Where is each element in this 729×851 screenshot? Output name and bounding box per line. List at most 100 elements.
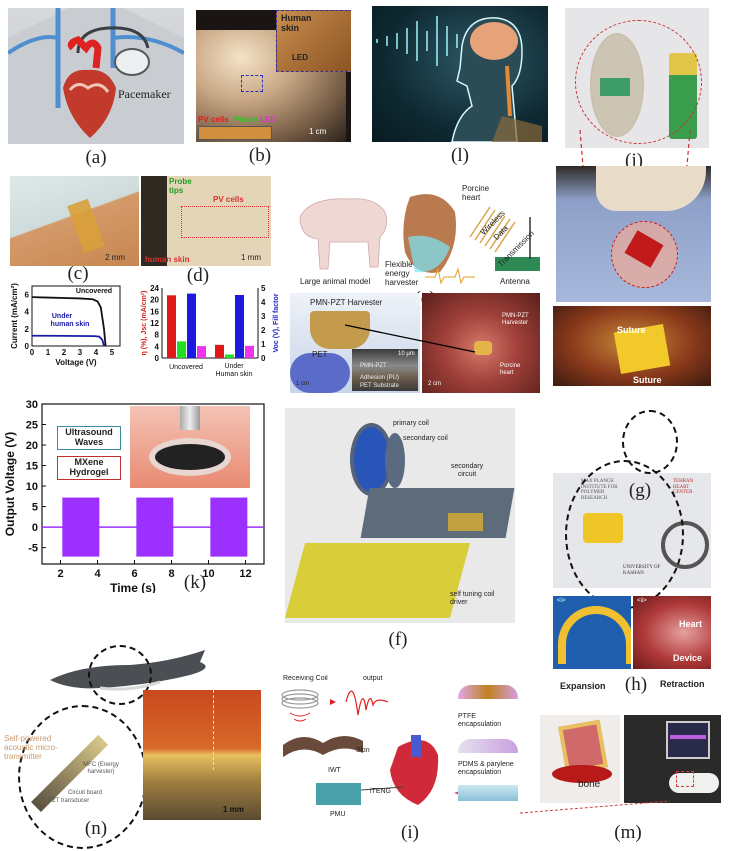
svg-text:8: 8 — [168, 568, 174, 580]
panel-h-expansion-image: <i> — [553, 596, 631, 669]
svg-text:24: 24 — [150, 284, 159, 293]
ultrasound-waves-label: Ultrasound Waves — [57, 426, 121, 450]
svg-text:4: 4 — [25, 308, 30, 317]
iteng-label: iTENG — [370, 788, 391, 795]
panel-a-image: Pacemaker — [8, 8, 184, 144]
panel-k-caption: (k) — [183, 572, 207, 593]
iteng-diagram — [281, 689, 463, 805]
svg-text:Uncovered: Uncovered — [169, 364, 203, 371]
pzt-transducer-label: PZT transducer — [48, 798, 90, 804]
secondary-board — [448, 513, 483, 531]
svg-text:2: 2 — [261, 326, 266, 335]
svg-text:η (%), Jsc (mA/cm²): η (%), Jsc (mA/cm²) — [141, 291, 148, 356]
svg-text:2: 2 — [62, 348, 67, 357]
pv-cells-label: PV cells — [198, 115, 229, 124]
svg-text:0: 0 — [25, 342, 30, 351]
dashed-circle — [575, 20, 702, 144]
secondary-coil-label: secondary coil — [403, 435, 448, 442]
scale-bar-1mm: 1 mm — [241, 253, 261, 262]
svg-text:25: 25 — [26, 420, 38, 432]
panel-a-caption: (a) — [85, 147, 107, 168]
panel-i-caption: (i) — [401, 822, 419, 843]
svg-text:12: 12 — [239, 568, 251, 580]
scale-bar-1cm: 1 cm — [309, 127, 327, 136]
svg-text:10: 10 — [26, 481, 38, 493]
output-label: output — [363, 675, 383, 682]
suture-label-2: Suture — [633, 375, 662, 385]
flexible-harvester-label: Flexible energy harvester — [385, 260, 419, 287]
panel-g-surgery-image: Suture Suture — [553, 306, 711, 386]
dashed-circle-g-top — [622, 410, 678, 474]
curved-device — [558, 606, 631, 664]
svg-text:4: 4 — [261, 298, 266, 307]
panel-l-image — [372, 6, 548, 142]
antenna-label: Antenna — [500, 277, 530, 286]
svg-text:8: 8 — [155, 331, 160, 340]
large-animal-label: Large animal model — [300, 277, 371, 286]
pmn-pzt-harvester-label: PMN-PZT Harvester — [310, 298, 383, 307]
layer-adhesion: Adhesion (PU) — [360, 375, 400, 381]
harvester-film — [310, 311, 370, 349]
gloved-hand — [596, 166, 706, 211]
svg-text:0: 0 — [32, 522, 38, 534]
pet-label: PET — [312, 350, 328, 359]
panel-d-caption: (d) — [186, 265, 210, 286]
heart-label: Heart — [679, 619, 703, 629]
ptfe-label: PTFE encapsulation — [458, 713, 502, 728]
layer-pet-substrate: PET Substrate — [360, 383, 399, 389]
skin-label: Skin — [356, 747, 370, 754]
svg-text:20: 20 — [26, 440, 38, 452]
tag-i: <i> — [557, 598, 566, 604]
svg-text:2: 2 — [25, 325, 30, 334]
circuit-board-label: Circuit board — [68, 790, 103, 796]
device-label: Device — [673, 653, 703, 663]
svg-text:Under: Under — [52, 313, 73, 320]
rat — [669, 773, 719, 793]
svg-text:4: 4 — [94, 348, 99, 357]
svg-text:15: 15 — [26, 461, 38, 473]
suture-label-1: Suture — [617, 325, 646, 335]
hydrogel-disc — [155, 444, 225, 470]
svg-text:-5: -5 — [28, 543, 38, 555]
svg-text:4: 4 — [94, 568, 101, 580]
pmn-pzt-harvester-label-2: PMN-PZT Harvester — [502, 313, 529, 326]
svg-text:Voc (V), Fill factor: Voc (V), Fill factor — [273, 293, 280, 352]
primary-coil-label: primary coil — [393, 420, 429, 427]
base-block — [360, 488, 515, 538]
panel-i-schematic: Receiving Coil output Skin IWT iTENG PMU… — [278, 675, 523, 825]
svg-text:Human skin: Human skin — [216, 371, 253, 378]
svg-text:6: 6 — [25, 291, 30, 300]
scale-2cm: 2 cm — [428, 381, 442, 387]
scale-bar-1mm-n: 1 mm — [223, 805, 244, 814]
panel-m-oscilloscope-image — [624, 715, 721, 803]
self-tuning-label: self tuning coil driver — [450, 591, 495, 606]
panel-c-image: 2 mm — [10, 176, 139, 266]
mxene-hydrogel-label: MXene Hydrogel — [57, 456, 121, 480]
dashed-circle-g — [565, 460, 684, 609]
implanted-harvester — [474, 341, 492, 355]
pig-heart-illustration — [299, 194, 540, 285]
scale-1cm: 1 cm — [296, 381, 310, 387]
panel-f-image: primary coil secondary coil secondary ci… — [285, 408, 515, 623]
ultrasound-inset-image — [130, 406, 250, 488]
panel-j-surgery-image — [556, 166, 711, 302]
svg-text:4: 4 — [155, 342, 160, 351]
scale-bar-2mm: 2 mm — [105, 253, 125, 262]
panel-j-caption: (j) — [625, 150, 643, 171]
driver-board — [285, 543, 471, 618]
svg-text:2: 2 — [57, 568, 63, 580]
secondary-coil — [385, 433, 405, 488]
panel-m-bone-image: bone — [540, 715, 620, 803]
svg-text:Uncovered: Uncovered — [76, 288, 112, 295]
pv-band — [67, 198, 105, 254]
panel-e-top-image: Porcine heart Wireless Data Transmission… — [290, 177, 542, 289]
svg-text:12: 12 — [150, 319, 159, 328]
panel-h-retraction-image: Heart Device <ii> — [633, 596, 711, 669]
dashed-circle-fish — [88, 645, 152, 705]
panel-e-harvester-image: PMN-PZT Harvester PET 10 μm PMN-PZT Adhe… — [290, 293, 420, 393]
svg-text:0: 0 — [30, 348, 35, 357]
pv-cells-box — [181, 206, 269, 238]
